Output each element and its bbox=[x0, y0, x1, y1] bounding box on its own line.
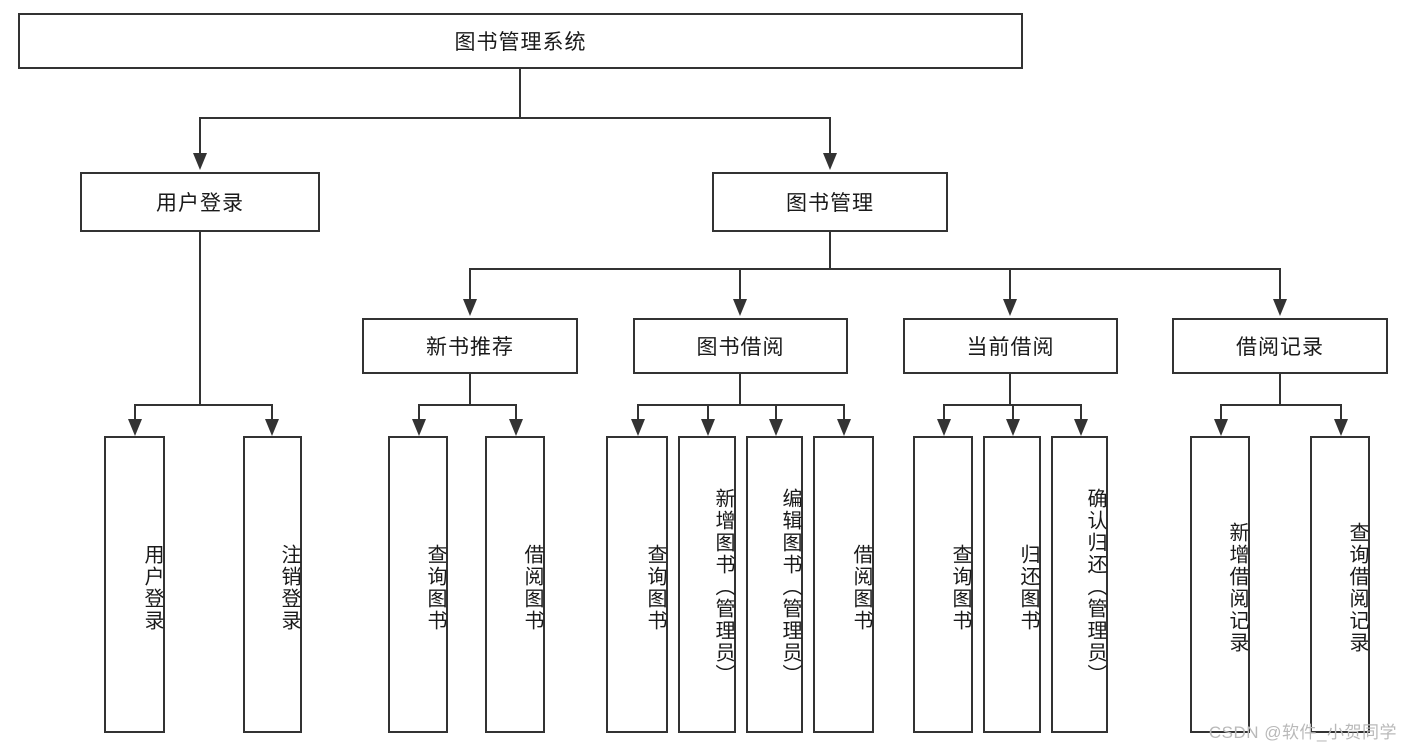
node-label: 确认归还（管理员） bbox=[1084, 487, 1106, 686]
connector-drop-borrow-record bbox=[1279, 268, 1281, 301]
connector-stem-user-login bbox=[199, 232, 201, 405]
node-label: 查询图书 bbox=[644, 543, 666, 632]
leaf-bb-add-book-admin[interactable]: 新增图书（管理员） bbox=[678, 436, 736, 733]
node-current-borrow[interactable]: 当前借阅 bbox=[903, 318, 1118, 374]
node-label: 用户登录 bbox=[141, 543, 163, 632]
connector-stem-book-borrow bbox=[739, 374, 741, 405]
connector-stem-new-book-rec bbox=[469, 374, 471, 405]
leaf-bb-borrow-books[interactable]: 借阅图书 bbox=[813, 436, 874, 733]
node-user-login[interactable]: 用户登录 bbox=[80, 172, 320, 232]
connector-drop-br-add bbox=[1220, 404, 1222, 421]
connector-bus-level2 bbox=[469, 268, 1280, 270]
arrowhead-leaf-user-login bbox=[128, 419, 142, 436]
arrowhead-cb-return bbox=[1006, 419, 1020, 436]
node-label: 图书管理 bbox=[786, 192, 874, 215]
connector-drop-br-query bbox=[1340, 404, 1342, 421]
node-label: 图书借阅 bbox=[696, 336, 785, 359]
node-label: 当前借阅 bbox=[966, 336, 1055, 359]
connector-drop-leaf-user-login bbox=[134, 404, 136, 421]
arrowhead-book-management bbox=[823, 153, 837, 170]
connector-drop-new-book-rec bbox=[469, 268, 471, 301]
arrowhead-book-borrow bbox=[733, 299, 747, 316]
connector-drop-current-borrow bbox=[1009, 268, 1011, 301]
csdn-watermark: CSDN @软件_小贺同学 bbox=[1208, 723, 1397, 742]
node-label: 查询借阅记录 bbox=[1346, 521, 1368, 654]
arrowhead-user-login bbox=[193, 153, 207, 170]
arrowhead-leaf-logout bbox=[265, 419, 279, 436]
leaf-cb-query-books[interactable]: 查询图书 bbox=[913, 436, 973, 733]
node-book-management-system[interactable]: 图书管理系统 bbox=[18, 13, 1023, 69]
leaf-cb-confirm-return-admin[interactable]: 确认归还（管理员） bbox=[1051, 436, 1108, 733]
connector-bus-user-login bbox=[134, 404, 273, 406]
connector-drop-nbr-borrow bbox=[515, 404, 517, 421]
connector-bus-borrow-record bbox=[1220, 404, 1340, 406]
node-label: 图书管理系统 bbox=[454, 31, 587, 54]
arrowhead-br-query bbox=[1334, 419, 1348, 436]
node-label: 编辑图书（管理员） bbox=[779, 487, 801, 686]
connector-drop-leaf-logout bbox=[271, 404, 273, 421]
connector-drop-bb-add bbox=[707, 404, 709, 421]
connector-drop-cb-query bbox=[943, 404, 945, 421]
arrowhead-current-borrow bbox=[1003, 299, 1017, 316]
connector-stem-book-management bbox=[829, 232, 831, 269]
arrowhead-cb-query bbox=[937, 419, 951, 436]
node-label: 查询图书 bbox=[424, 543, 446, 632]
node-label: 归还图书 bbox=[1017, 543, 1039, 632]
connector-drop-bb-query bbox=[637, 404, 639, 421]
leaf-br-add-record[interactable]: 新增借阅记录 bbox=[1190, 436, 1250, 733]
connector-bus-new-book-rec bbox=[418, 404, 515, 406]
node-label: 新增图书（管理员） bbox=[712, 487, 734, 686]
leaf-nbr-borrow-books[interactable]: 借阅图书 bbox=[485, 436, 545, 733]
arrowhead-br-add bbox=[1214, 419, 1228, 436]
leaf-bb-query-books[interactable]: 查询图书 bbox=[606, 436, 668, 733]
connector-stem-borrow-record bbox=[1279, 374, 1281, 405]
connector-drop-book-management bbox=[829, 117, 831, 155]
arrowhead-bb-edit bbox=[769, 419, 783, 436]
arrowhead-nbr-borrow bbox=[509, 419, 523, 436]
arrowhead-borrow-record bbox=[1273, 299, 1287, 316]
connector-drop-nbr-query bbox=[418, 404, 420, 421]
arrowhead-nbr-query bbox=[412, 419, 426, 436]
node-label: 查询图书 bbox=[949, 543, 971, 632]
connector-drop-bb-borrow bbox=[843, 404, 845, 421]
leaf-logout[interactable]: 注销登录 bbox=[243, 436, 302, 733]
node-new-book-recommendation[interactable]: 新书推荐 bbox=[362, 318, 578, 374]
node-book-borrow[interactable]: 图书借阅 bbox=[633, 318, 848, 374]
arrowhead-bb-borrow bbox=[837, 419, 851, 436]
connector-bus-book-borrow bbox=[637, 404, 844, 406]
leaf-br-query-record[interactable]: 查询借阅记录 bbox=[1310, 436, 1370, 733]
arrowhead-bb-query bbox=[631, 419, 645, 436]
connector-root-stem bbox=[519, 69, 521, 117]
leaf-nbr-query-books[interactable]: 查询图书 bbox=[388, 436, 448, 733]
leaf-user-login[interactable]: 用户登录 bbox=[104, 436, 165, 733]
connector-drop-cb-return bbox=[1012, 404, 1014, 421]
arrowhead-new-book-rec bbox=[463, 299, 477, 316]
node-label: 新书推荐 bbox=[426, 336, 514, 359]
connector-stem-current-borrow bbox=[1009, 374, 1011, 405]
node-borrow-record[interactable]: 借阅记录 bbox=[1172, 318, 1388, 374]
connector-drop-cb-confirm bbox=[1080, 404, 1082, 421]
node-book-management[interactable]: 图书管理 bbox=[712, 172, 948, 232]
node-label: 注销登录 bbox=[278, 543, 300, 632]
connector-drop-bb-edit bbox=[775, 404, 777, 421]
node-label: 新增借阅记录 bbox=[1226, 521, 1248, 654]
node-label: 借阅记录 bbox=[1236, 336, 1324, 359]
arrowhead-cb-confirm bbox=[1074, 419, 1088, 436]
connector-bus-current-borrow bbox=[943, 404, 1080, 406]
leaf-cb-return-books[interactable]: 归还图书 bbox=[983, 436, 1041, 733]
arrowhead-bb-add bbox=[701, 419, 715, 436]
node-label: 借阅图书 bbox=[521, 543, 543, 632]
node-label: 用户登录 bbox=[156, 192, 244, 215]
connector-bus-level1 bbox=[199, 117, 831, 119]
leaf-bb-edit-book-admin[interactable]: 编辑图书（管理员） bbox=[746, 436, 803, 733]
connector-drop-user-login bbox=[199, 117, 201, 155]
node-label: 借阅图书 bbox=[850, 543, 872, 632]
connector-drop-book-borrow bbox=[739, 268, 741, 301]
